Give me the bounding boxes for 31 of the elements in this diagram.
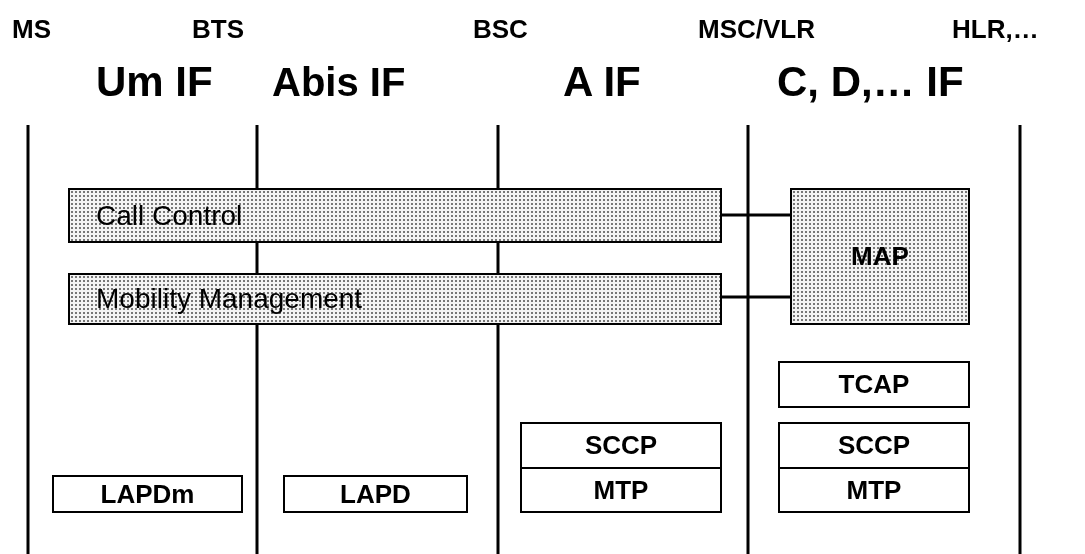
layer-name: SCCP [837,430,911,461]
protocol-box [52,475,243,513]
layer-name: SCCP [584,430,658,461]
layer-name: Call Control [96,199,243,232]
connector-line [722,295,790,299]
protocol-box [520,467,722,513]
protocol-layer-box [790,188,970,325]
element-name: MS [12,14,51,45]
connector-line [722,213,790,217]
protocol-box [778,422,970,469]
layer-name: MTP [846,474,902,506]
protocol-box [778,467,970,513]
protocol-layer-bar [68,188,722,243]
protocol-box [520,422,722,469]
layer-name: Mobility Management [96,283,363,315]
protocol-layer-bar [68,273,722,325]
element-name: BSC [473,14,528,45]
layer-name: LAPDm [100,478,195,510]
protocol-box [283,475,468,513]
layer-name: MAP [851,241,909,272]
protocol-box [778,361,970,408]
layer-name: MTP [593,474,649,506]
layer-name: TCAP [838,369,910,400]
layer-name: LAPD [340,478,411,510]
element-name: HLR,… [952,14,1039,45]
interface-name: C, D,… IF [777,58,964,106]
interface-name: A IF [563,58,641,106]
element-name: MSC/VLR [698,14,815,45]
interface-name: Abis IF [272,60,406,105]
element-name: BTS [192,14,244,45]
interface-name: Um IF [96,58,213,106]
